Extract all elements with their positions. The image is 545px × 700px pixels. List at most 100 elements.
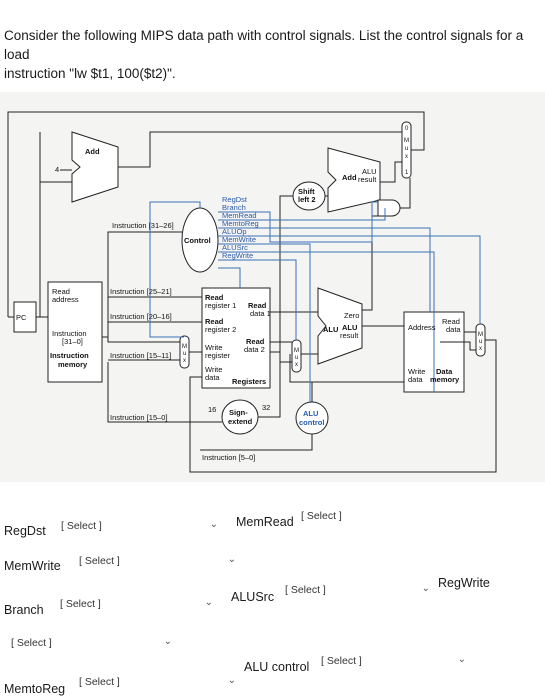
reg-wdata-a: Write: [205, 365, 222, 374]
instruction-memory-box: [47, 281, 103, 383]
reg-write-b: register: [205, 351, 231, 360]
mux-pcsrc-u: u: [405, 146, 408, 152]
mux-pcsrc-m: M: [404, 138, 409, 144]
shift-left-1: Shift: [298, 187, 315, 196]
bits-32: 32: [262, 403, 270, 412]
memread-label: MemRead: [236, 515, 294, 529]
instr-25-21: Instruction [25–21]: [110, 287, 172, 296]
instr-5-0: Instruction [5–0]: [202, 453, 255, 462]
signal-branch: Branch: [222, 203, 246, 212]
regdst-select[interactable]: [ Select ] ⌄: [58, 515, 220, 537]
signal-memwrite: MemWrite: [222, 235, 256, 244]
datapath-diagram: PC Add 4 Read address Instruction [31–0]…: [0, 92, 545, 482]
memtoreg-select-value: [ Select ]: [79, 676, 120, 688]
dmem-read-1: Read: [442, 317, 460, 326]
alucontrol-label: ALU control: [244, 660, 310, 674]
chevron-down-icon: ⌄: [227, 675, 236, 686]
instruction-31-0-1: Instruction: [52, 329, 87, 338]
alu-result-2: result: [340, 331, 359, 340]
dmem-address: Address: [408, 323, 436, 332]
reg-data1-a: Read: [248, 301, 267, 310]
alu-label: ALU: [323, 325, 338, 334]
memwrite-select-value: [ Select ]: [79, 555, 120, 567]
signal-regwrite: RegWrite: [222, 251, 253, 260]
question-text: Consider the following MIPS data path wi…: [4, 26, 539, 83]
memtoreg-label: MemtoReg: [4, 682, 66, 696]
regwrite-label: RegWrite: [438, 576, 490, 590]
reg-read1-a: Read: [205, 293, 224, 302]
dmem-write-1: Write: [408, 367, 425, 376]
instr-15-0: Instruction [15–0]: [110, 413, 168, 422]
instr-15-11: Instruction [15–11]: [110, 351, 171, 360]
dmem-write-2: data: [408, 375, 423, 384]
alu-control-1: ALU: [303, 409, 318, 418]
reg-write-a: Write: [205, 343, 222, 352]
mux-pcsrc-0: 0: [405, 126, 409, 132]
mux-alusrc-m: M: [294, 348, 299, 354]
regdst-select-value: [ Select ]: [61, 520, 102, 532]
dmem-label-2: memory: [430, 375, 460, 384]
instruction-31-0-2: [31–0]: [62, 337, 83, 346]
sign-extend-2: extend: [228, 417, 253, 426]
add-alu-3: result: [358, 175, 377, 184]
read-address-2: address: [52, 295, 79, 304]
zero-label: Zero: [344, 311, 359, 320]
mux-memtoreg-m: M: [478, 332, 483, 338]
signal-regdst: RegDst: [222, 195, 248, 204]
registers-box: [201, 287, 271, 389]
instruction-memory-1: Instruction: [50, 351, 89, 360]
mux-pcsrc-1: 1: [405, 170, 409, 176]
alusrc-select-value: [ Select ]: [285, 584, 326, 596]
signal-alusrc: ALUSrc: [222, 243, 248, 252]
signal-aluop: ALUOp: [222, 227, 247, 236]
alu-shape: [317, 287, 363, 365]
add-alu-2: ALU: [362, 167, 377, 176]
add-alu-1: Add: [342, 173, 357, 182]
add-top-label: Add: [85, 147, 100, 156]
aluop-select[interactable]: [ Select ] ⌄: [8, 632, 174, 654]
registers-label: Registers: [232, 377, 266, 386]
alusrc-select[interactable]: [ Select ] ⌄: [282, 579, 432, 601]
pc-label: PC: [16, 313, 27, 322]
alucontrol-select[interactable]: [ Select ] ⌄: [318, 650, 468, 672]
mux-pcsrc-x: x: [405, 154, 408, 160]
branch-select-value: [ Select ]: [60, 598, 101, 610]
reg-data2-b: data 2: [244, 345, 265, 354]
adder-alu-shape: [327, 147, 381, 213]
signal-memtoreg: MemtoReg: [222, 219, 259, 228]
reg-data1-b: data 1: [250, 309, 271, 318]
alu-result-1: ALU: [342, 323, 357, 332]
memtoreg-select[interactable]: [ Select ] ⌄: [76, 671, 238, 693]
sign-extend-1: Sign-: [229, 408, 248, 417]
chevron-down-icon: ⌄: [457, 654, 466, 665]
reg-data2-a: Read: [246, 337, 265, 346]
alusrc-label: ALUSrc: [231, 590, 275, 604]
instr-20-16: Instruction [20–16]: [110, 312, 172, 321]
bits-16: 16: [208, 405, 216, 414]
branch-select[interactable]: [ Select ] ⌄: [57, 593, 215, 615]
mux-alusrc-x: x: [295, 362, 298, 368]
question-line-1: Consider the following MIPS data path wi…: [4, 28, 524, 62]
memread-select[interactable]: [ Select ]: [298, 505, 458, 527]
mux-memtoreg-u: u: [479, 339, 482, 345]
signal-memread: MemRead: [222, 211, 257, 220]
question-line-2: instruction "lw $t1, 100($t2)".: [4, 66, 176, 81]
mux-regdst-u: u: [183, 351, 186, 357]
chevron-down-icon: ⌄: [163, 636, 172, 647]
shift-left-2: left 2: [298, 195, 316, 204]
mux-memtoreg-x: x: [479, 346, 482, 352]
and-gate: [377, 199, 401, 217]
branch-label: Branch: [4, 603, 44, 617]
alu-control-2: control: [299, 418, 324, 427]
reg-read1-b: register 1: [205, 301, 236, 310]
chevron-down-icon: ⌄: [204, 597, 213, 608]
memread-select-value: [ Select ]: [301, 510, 342, 522]
instr-31-26: Instruction [31–26]: [112, 221, 174, 230]
const-four: 4: [55, 165, 59, 174]
mux-regdst-m: M: [182, 344, 187, 350]
alucontrol-select-value: [ Select ]: [321, 655, 362, 667]
reg-read2-a: Read: [205, 317, 224, 326]
memwrite-select[interactable]: [ Select ] ⌄: [76, 550, 238, 572]
aluop-select-value: [ Select ]: [11, 637, 52, 649]
chevron-down-icon: ⌄: [421, 583, 430, 594]
